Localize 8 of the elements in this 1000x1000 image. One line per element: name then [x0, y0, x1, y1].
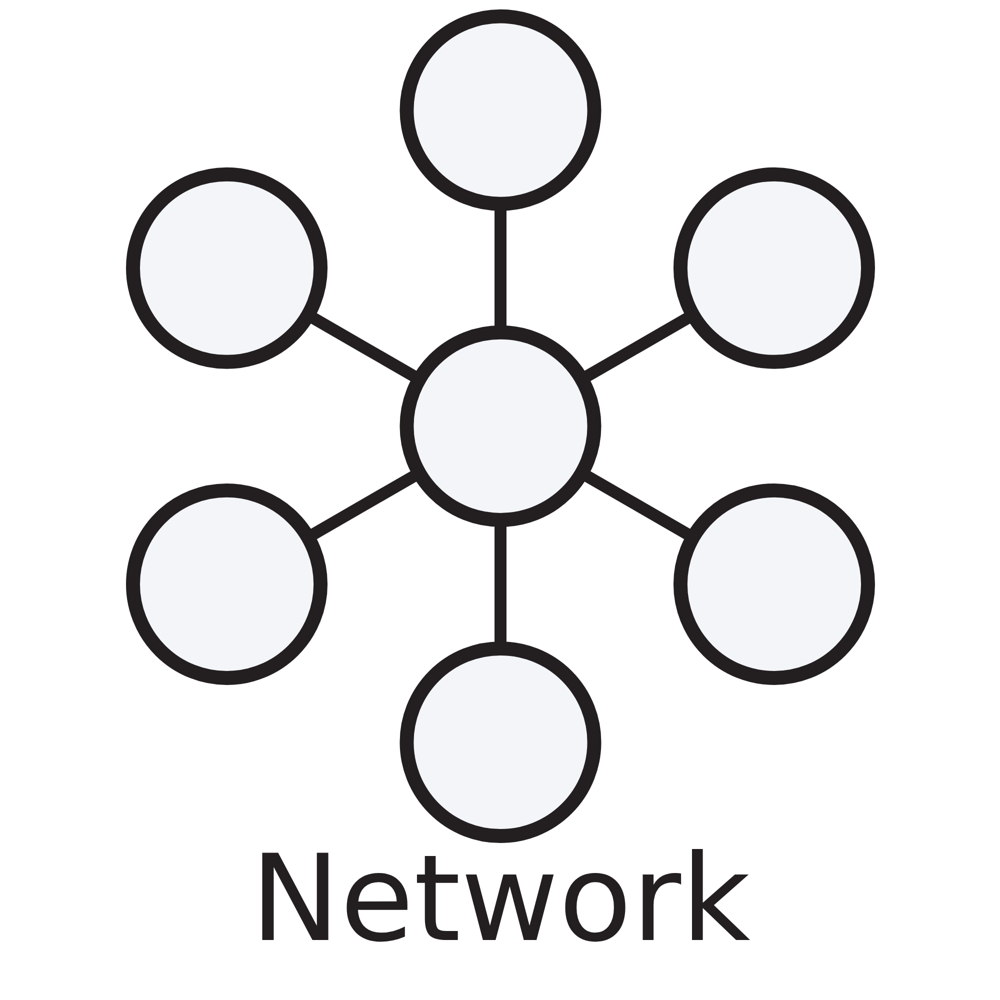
node-circle: [126, 483, 328, 685]
diagram-title: Network: [250, 830, 750, 969]
node-circle: [126, 167, 328, 369]
node-circle: [399, 325, 601, 527]
node-circle: [672, 483, 874, 685]
node-circle: [399, 641, 601, 844]
node-circle: [399, 9, 601, 211]
node-circle: [672, 167, 874, 369]
